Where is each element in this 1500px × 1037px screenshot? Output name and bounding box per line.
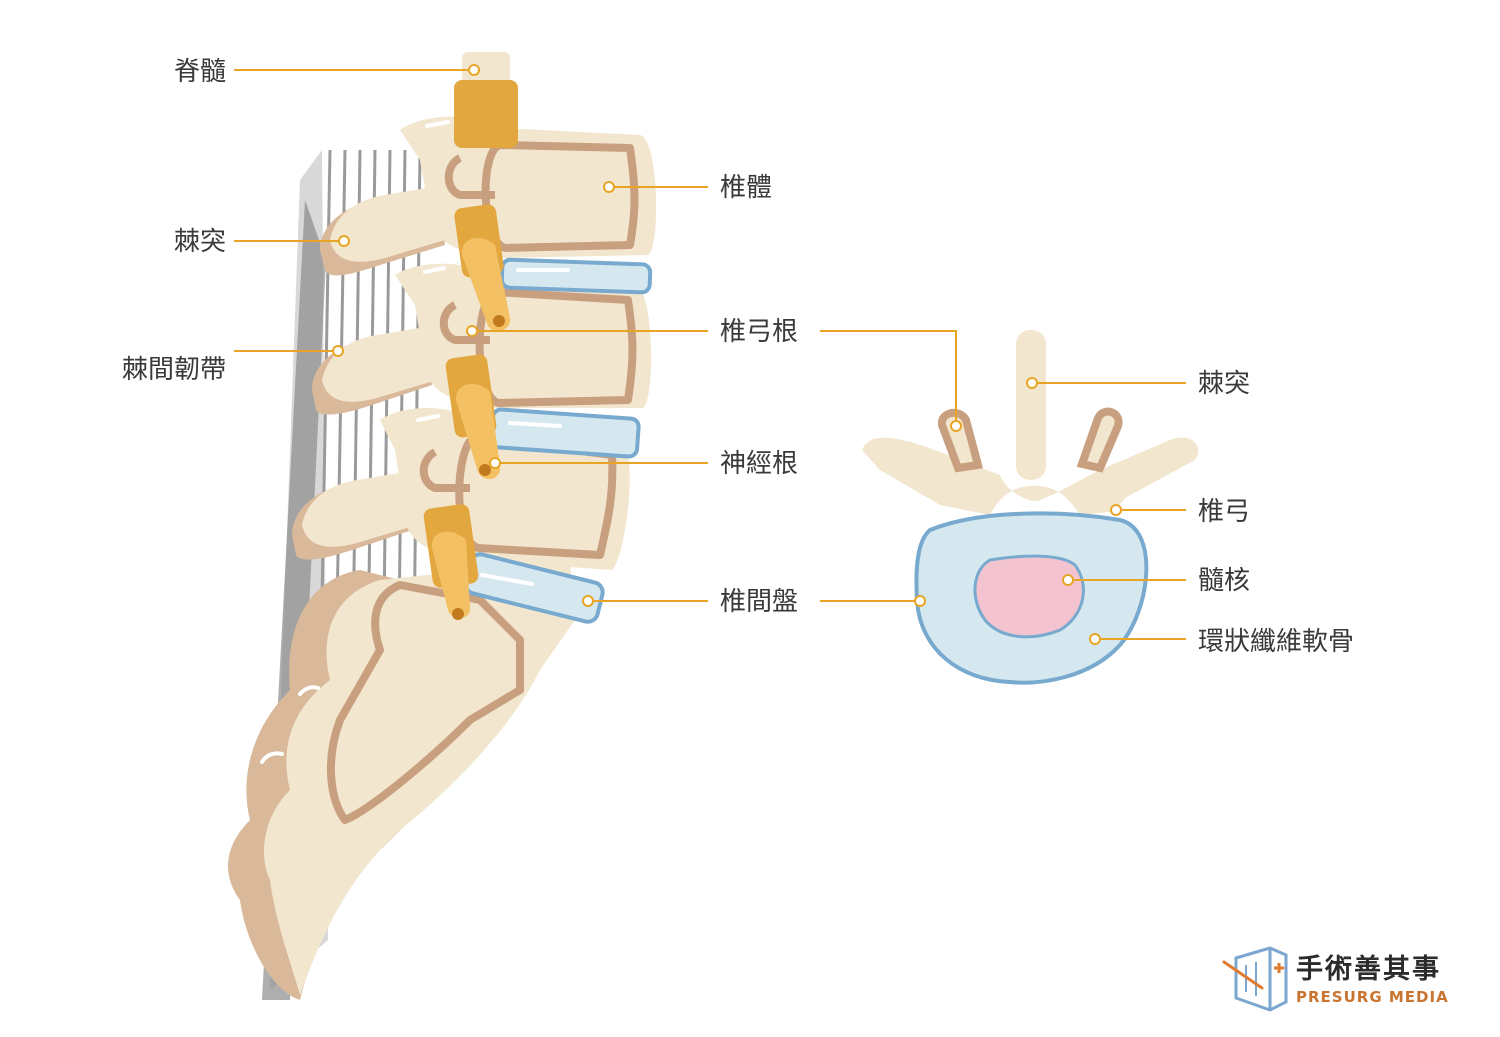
lamina-loop-right — [1076, 407, 1123, 473]
label-interspinous-ligament: 棘間韌帶 — [122, 355, 226, 385]
leader-nerve-root — [489, 457, 708, 469]
disc-l4-l5 — [489, 407, 641, 459]
vertebra-cross-section — [862, 330, 1199, 685]
leader-cross-spinous — [1026, 377, 1186, 389]
leader-spinous-process — [234, 235, 350, 247]
logo-name-en: PRESURG MEDIA — [1296, 988, 1449, 1006]
label-pedicle: 椎弓根 — [720, 317, 798, 347]
spinous-process-cross — [1016, 330, 1046, 480]
leader-spinal-cord — [234, 64, 480, 76]
logo-name-cn: 手術善其事 — [1296, 953, 1441, 985]
highlights — [260, 120, 570, 764]
presurg-logo: 手術善其事 PRESURG MEDIA — [1222, 946, 1449, 1012]
label-lamina: 椎弓 — [1198, 497, 1250, 527]
leader-pedicle-cross — [820, 330, 962, 432]
disc-l3-l4 — [499, 257, 653, 295]
sacrum-outline — [327, 581, 524, 824]
label-spinal-cord: 脊髓 — [174, 57, 226, 87]
nucleus-pulposus-shape — [973, 554, 1085, 639]
lumbar-spine-side-view — [228, 52, 657, 1000]
leader-pedicle — [466, 325, 708, 337]
leader-intervertebral-disc — [582, 595, 708, 607]
leader-disc-cross — [820, 595, 926, 607]
leader-lamina — [1110, 504, 1186, 516]
label-vertebral-body: 椎體 — [720, 173, 772, 203]
leader-vertebral-body — [603, 181, 708, 193]
lamina-wings — [862, 437, 1199, 515]
nerve-roots — [431, 237, 511, 620]
label-nucleus: 髓核 — [1198, 566, 1250, 596]
sacrum — [264, 560, 575, 995]
leader-annulus — [1089, 633, 1186, 645]
label-intervertebral-disc: 椎間盤 — [720, 587, 798, 617]
label-cross-spinous: 棘突 — [1198, 369, 1250, 399]
leader-nucleus — [1062, 574, 1186, 586]
label-spinous-process: 棘突 — [174, 227, 226, 257]
label-nerve-root: 神經根 — [720, 449, 798, 479]
label-annulus: 環狀纖維軟骨 — [1198, 627, 1354, 657]
leader-interspinous-ligament — [234, 345, 344, 357]
logo-book-icon — [1222, 946, 1288, 1012]
